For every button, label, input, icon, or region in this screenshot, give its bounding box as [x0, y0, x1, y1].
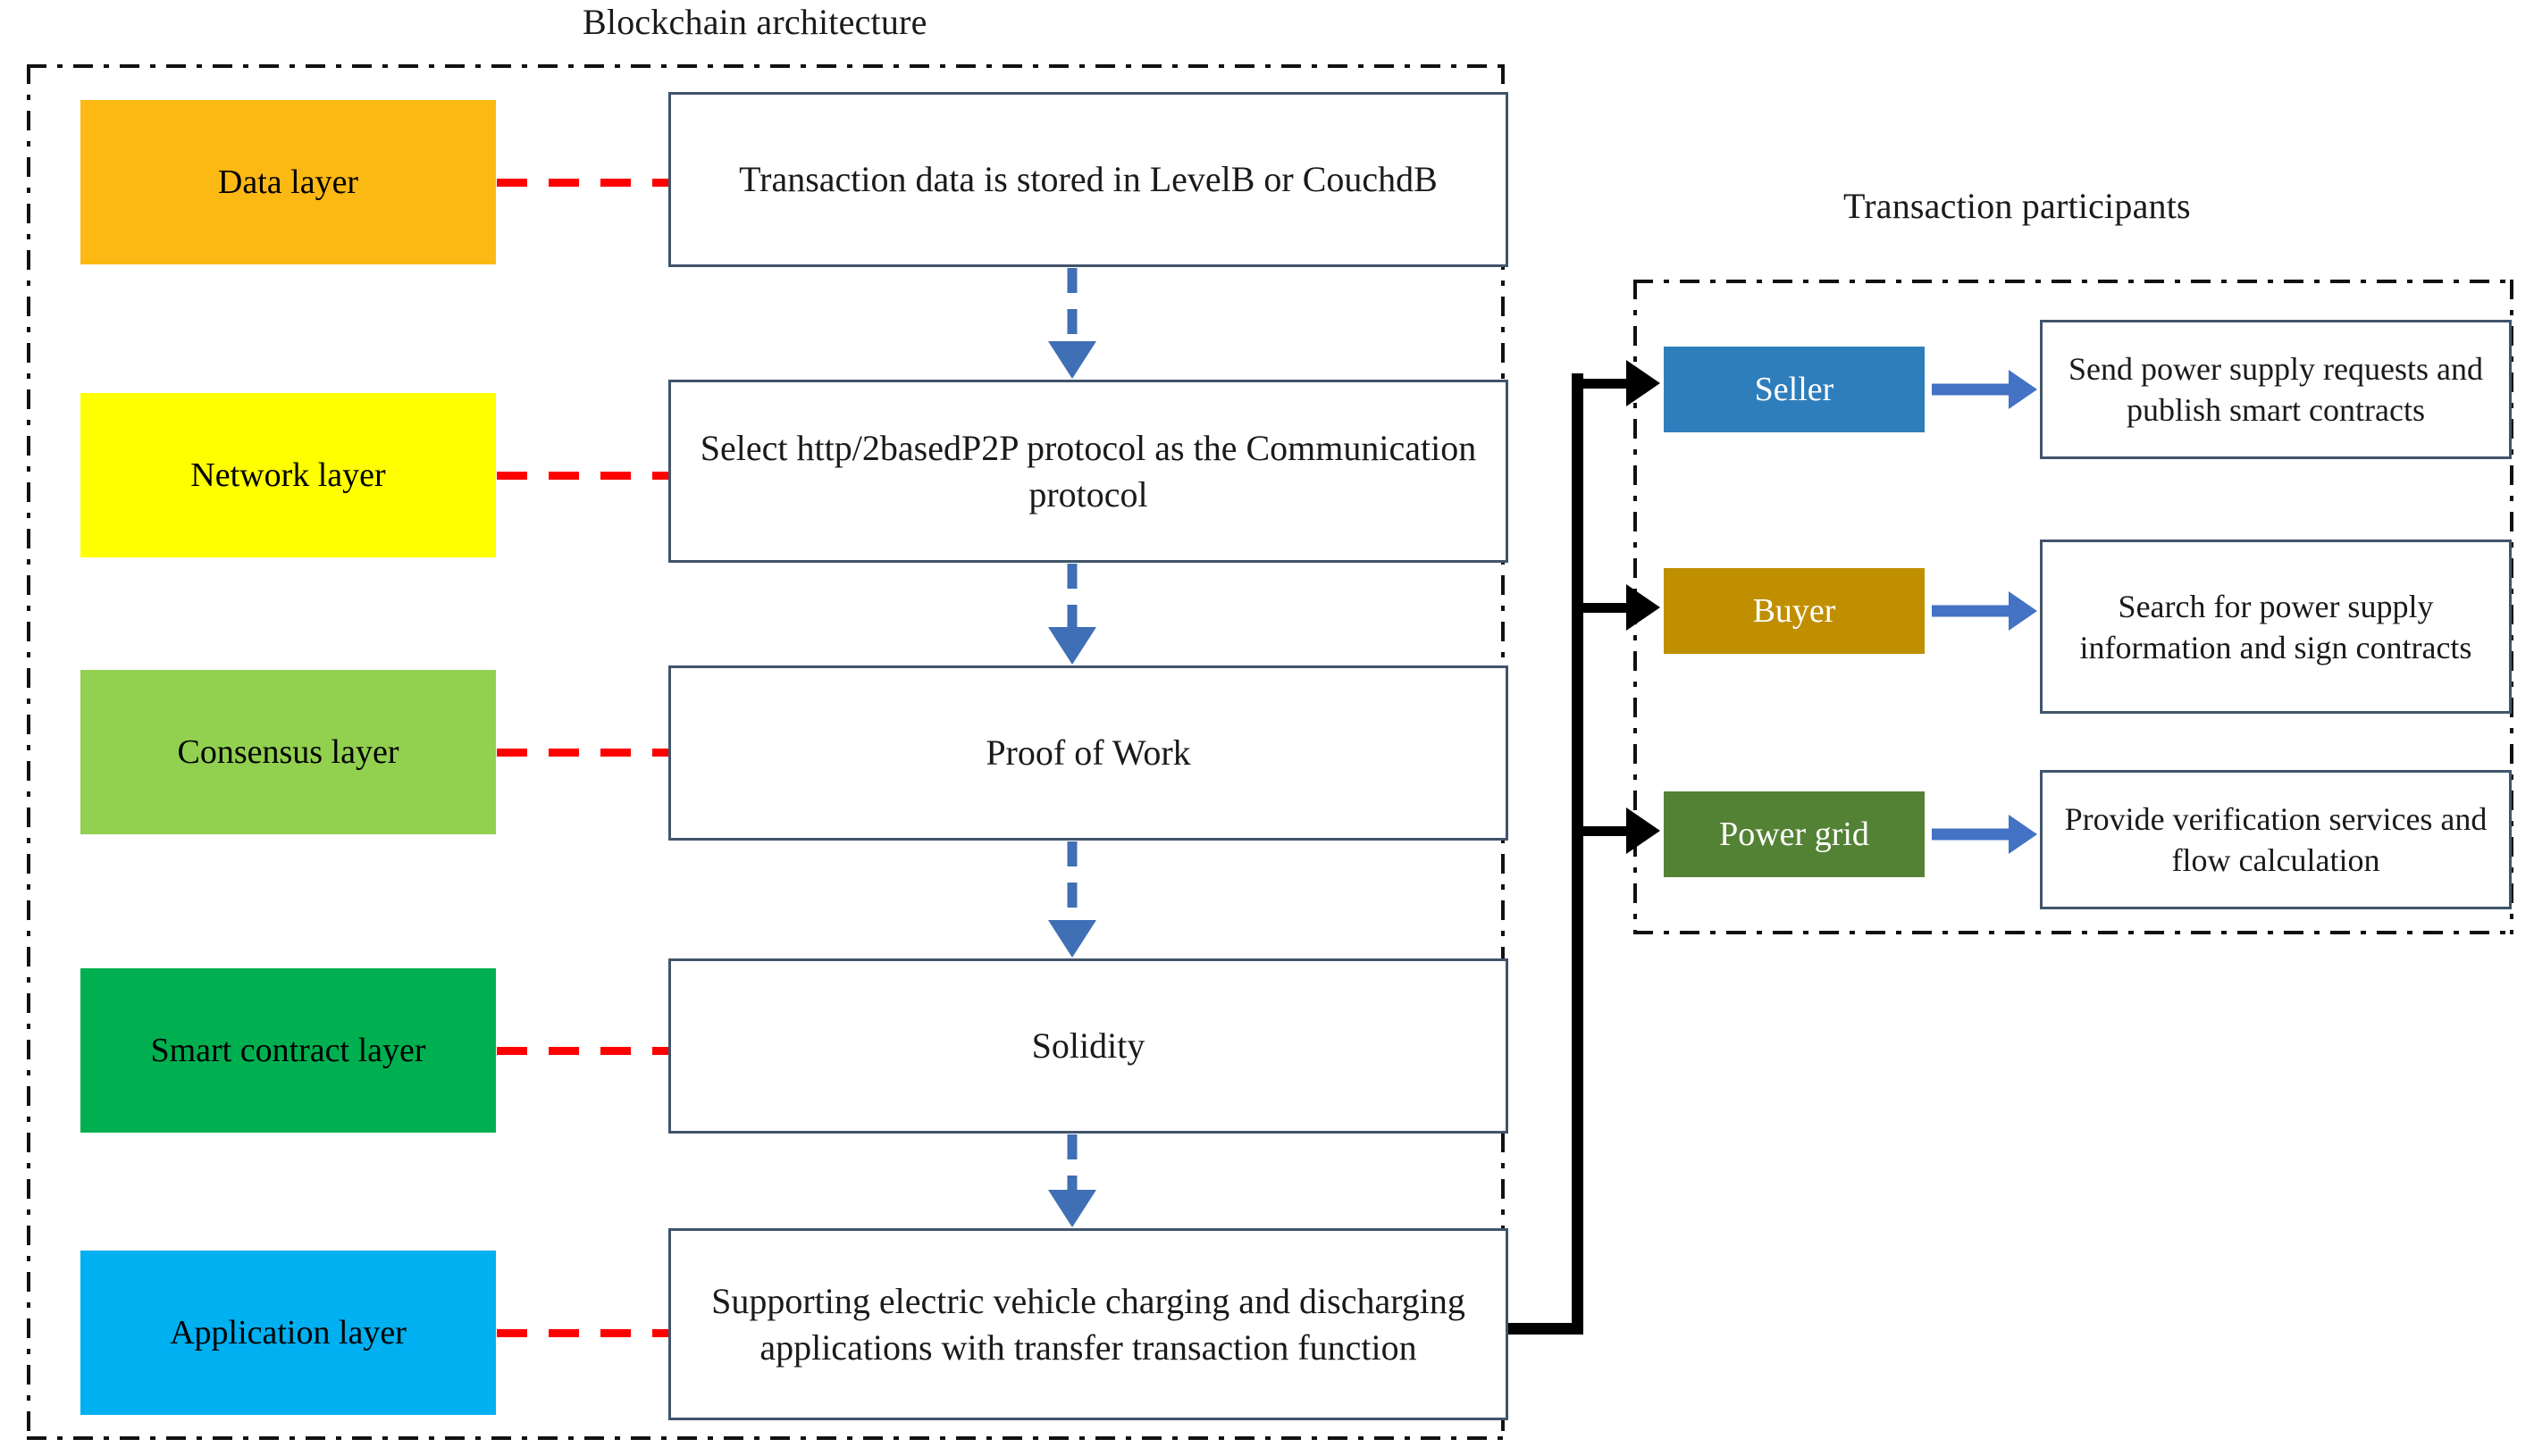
layer-chip-label: Consensus layer — [177, 733, 399, 771]
participant-arrow-power-grid — [1932, 811, 2037, 858]
trunk-branch-buyer — [1572, 603, 1639, 613]
trunk-branch-seller — [1572, 379, 1639, 389]
flow-box-text: Supporting electric vehicle charging and… — [711, 1280, 1465, 1368]
participant-chip-label: Buyer — [1752, 592, 1836, 630]
mini-arrow-head-icon — [2009, 591, 2037, 631]
link-smart-contract-layer — [497, 1047, 668, 1055]
participant-description-text: Provide verification services and flow c… — [2064, 801, 2488, 878]
arrow-stem — [1067, 841, 1078, 922]
participant-arrow-seller — [1932, 366, 2037, 413]
participant-chip-power-grid[interactable]: Power grid — [1664, 791, 1925, 877]
layer-chip-smart-contract[interactable]: Smart contract layer — [80, 968, 496, 1133]
participant-chip-seller[interactable]: Seller — [1664, 347, 1925, 432]
trunk-arrow-head-buyer-icon — [1626, 584, 1660, 631]
flow-box-consensus-layer[interactable]: Proof of Work — [668, 665, 1508, 841]
link-application-layer — [497, 1329, 668, 1337]
mini-arrow-stem — [1932, 605, 2009, 617]
layer-chip-network[interactable]: Network layer — [80, 393, 496, 557]
trunk-arrow-head-power-grid-icon — [1626, 807, 1660, 854]
arrow-stem — [1067, 564, 1078, 629]
link-network-layer — [497, 472, 668, 480]
flow-box-application-layer[interactable]: Supporting electric vehicle charging and… — [668, 1228, 1508, 1420]
trunk-vertical — [1572, 373, 1583, 1335]
trunk-branch-power-grid — [1572, 826, 1639, 836]
arrow-head-icon — [1048, 920, 1096, 958]
participant-chip-label: Power grid — [1719, 816, 1869, 853]
mini-arrow-head-icon — [2009, 370, 2037, 409]
mini-arrow-stem — [1932, 828, 2009, 841]
arrow-stem — [1067, 1134, 1078, 1192]
layer-chip-label: Application layer — [170, 1314, 407, 1351]
blockchain-panel-title: Blockchain architecture — [583, 2, 927, 42]
layer-chip-application[interactable]: Application layer — [80, 1251, 496, 1415]
flow-arrow-network-to-consensus — [1045, 564, 1099, 665]
flow-box-data-layer[interactable]: Transaction data is stored in LevelB or … — [668, 92, 1508, 267]
flow-box-text: Proof of Work — [986, 732, 1191, 773]
trunk-arrow-head-seller-icon — [1626, 360, 1660, 406]
layer-chip-label: Smart contract layer — [150, 1032, 426, 1069]
participant-chip-buyer[interactable]: Buyer — [1664, 568, 1925, 654]
mini-arrow-head-icon — [2009, 815, 2037, 854]
trunk-horizontal-from-application — [1508, 1323, 1583, 1335]
flow-box-smart-contract-layer[interactable]: Solidity — [668, 958, 1508, 1134]
flow-arrow-consensus-to-smart-contract — [1045, 841, 1099, 958]
participant-description-text: Send power supply requests and publish s… — [2068, 351, 2483, 428]
participant-description-buyer[interactable]: Search for power supply information and … — [2040, 540, 2512, 714]
flow-box-network-layer[interactable]: Select http/2basedP2P protocol as the Co… — [668, 380, 1508, 563]
participant-description-seller[interactable]: Send power supply requests and publish s… — [2040, 320, 2512, 459]
layer-chip-consensus[interactable]: Consensus layer — [80, 670, 496, 834]
layer-chip-data[interactable]: Data layer — [80, 100, 496, 264]
arrow-head-icon — [1048, 341, 1096, 379]
participant-arrow-buyer — [1932, 588, 2037, 634]
participant-description-power-grid[interactable]: Provide verification services and flow c… — [2040, 770, 2512, 909]
arrow-head-icon — [1048, 627, 1096, 665]
layer-chip-label: Network layer — [190, 456, 386, 494]
flow-arrow-smart-contract-to-application — [1045, 1134, 1099, 1227]
link-data-layer — [497, 179, 668, 187]
participants-panel-title: Transaction participants — [1843, 186, 2191, 226]
flow-arrow-data-to-network — [1045, 268, 1099, 379]
mini-arrow-stem — [1932, 383, 2009, 396]
flow-box-text: Transaction data is stored in LevelB or … — [739, 159, 1438, 199]
link-consensus-layer — [497, 749, 668, 757]
layer-chip-label: Data layer — [217, 163, 359, 201]
flow-box-text: Select http/2basedP2P protocol as the Co… — [700, 427, 1477, 515]
participant-description-text: Search for power supply information and … — [2079, 588, 2472, 665]
arrow-stem — [1067, 268, 1078, 343]
flow-box-text: Solidity — [1031, 1025, 1145, 1066]
arrow-head-icon — [1048, 1190, 1096, 1227]
participant-chip-label: Seller — [1754, 371, 1834, 408]
